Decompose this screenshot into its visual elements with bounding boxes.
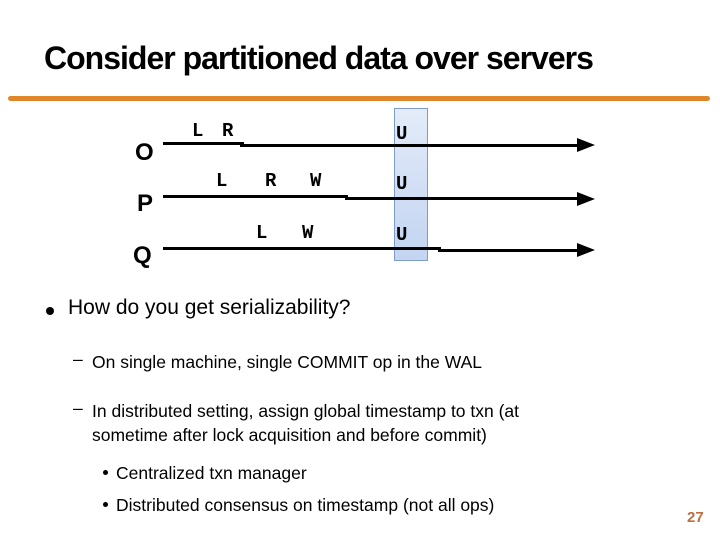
server-label-o: O [135, 139, 154, 166]
slide-title: Consider partitioned data over servers [44, 40, 594, 76]
sub-bullet-2-dash: – [73, 398, 83, 418]
event-o-unlock: U [396, 123, 408, 145]
event-p-write: W [310, 170, 322, 192]
title-divider [8, 96, 710, 101]
server-label-p: P [137, 190, 154, 217]
event-p-lock: L [216, 170, 228, 192]
sub-sub-bullet-1-text: Centralized txn manager [116, 463, 307, 483]
commit-window-box [394, 108, 428, 261]
timeline-p-segment-1 [163, 195, 348, 198]
timeline-o-segment-1 [163, 142, 244, 145]
event-q-lock: L [256, 222, 268, 244]
event-p-unlock: U [396, 173, 408, 195]
event-o-lock: L [192, 120, 204, 142]
sub-sub-bullet-2-dot-icon [103, 502, 108, 507]
timeline-q-segment-1 [163, 247, 441, 250]
sub-bullet-2-line-2: sometime after lock acquisition and befo… [92, 425, 487, 445]
timeline-p-arrowhead-icon [577, 192, 595, 206]
event-q-unlock: U [396, 224, 408, 246]
server-label-q: Q [133, 242, 152, 269]
timeline-q-arrowhead-icon [577, 243, 595, 257]
event-o-read: R [222, 120, 234, 142]
timeline-q-segment-2 [438, 249, 578, 252]
sub-bullet-1-dash: – [73, 349, 83, 369]
sub-bullet-1-text: On single machine, single COMMIT op in t… [92, 352, 483, 372]
main-bullet-text: How do you get serializability? [68, 296, 351, 319]
sub-bullet-2-line-1: In distributed setting, assign global ti… [92, 401, 520, 421]
timeline-o-segment-2 [240, 144, 578, 147]
sub-sub-bullet-2-text: Distributed consensus on timestamp (not … [116, 495, 495, 515]
timeline-p-segment-2 [345, 197, 578, 200]
page-number: 27 [687, 509, 704, 526]
event-q-write: W [302, 222, 314, 244]
sub-sub-bullet-1-dot-icon [103, 470, 108, 475]
event-p-read: R [265, 170, 277, 192]
bullet-dot-icon [46, 307, 54, 315]
timeline-o-arrowhead-icon [577, 138, 595, 152]
